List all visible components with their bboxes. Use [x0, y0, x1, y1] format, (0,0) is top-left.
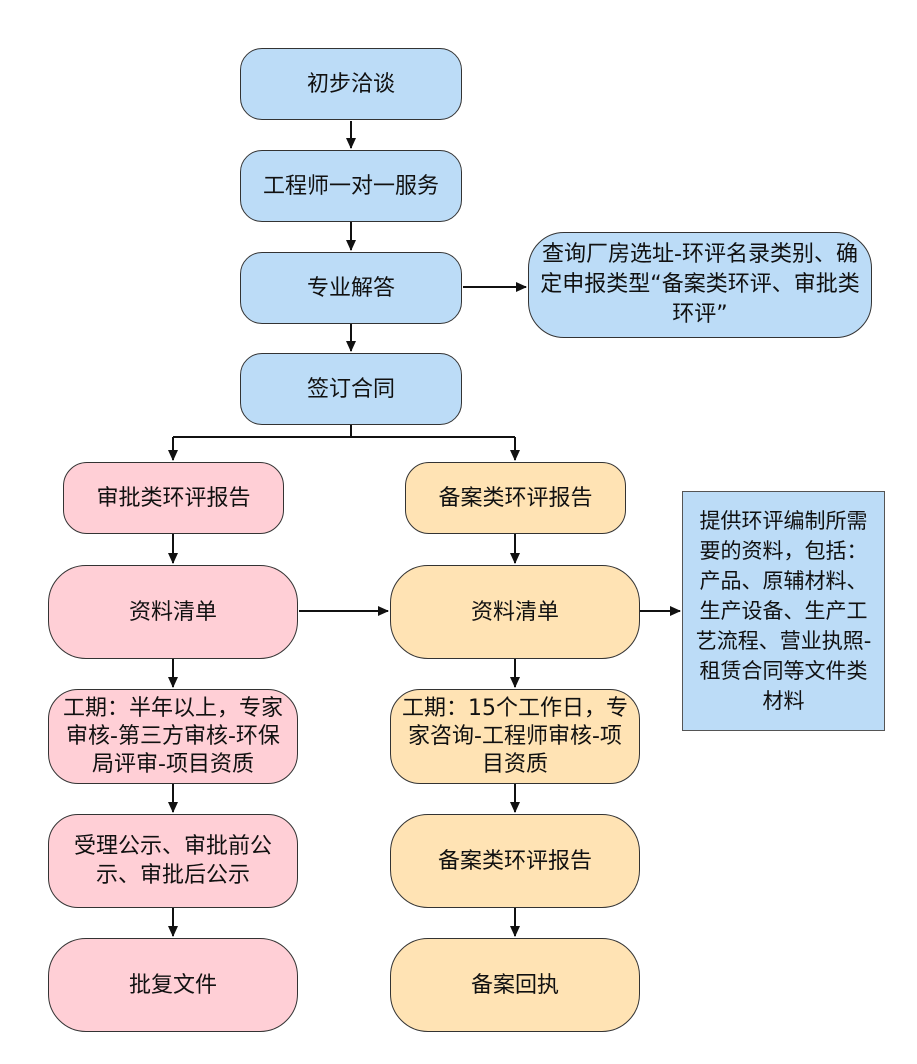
node-filing-materials: 资料清单	[390, 565, 640, 659]
node-initial-talk-label: 初步洽谈	[306, 71, 395, 97]
node-approval-materials-label: 资料清单	[128, 599, 217, 625]
node-query-note-label: 查询厂房选址-环评名录类别、确定申报类型“备案类环评、审批类环评”	[540, 242, 860, 327]
node-initial-talk: 初步洽谈	[240, 48, 462, 120]
node-filing-report-label: 备案类环评报告	[438, 485, 593, 511]
node-professional-answer-label: 专业解答	[306, 275, 395, 301]
node-approval-reply: 批复文件	[48, 938, 298, 1032]
node-filing-report-final-label: 备案类环评报告	[437, 848, 592, 874]
node-filing-materials-label: 资料清单	[470, 599, 559, 625]
node-approval-publicity: 受理公示、审批前公示、审批后公示	[48, 814, 298, 908]
node-professional-answer: 专业解答	[240, 252, 462, 324]
node-engineer-service: 工程师一对一服务	[240, 150, 462, 222]
node-materials-note: 提供环评编制所需要的资料，包括：产品、原辅材料、生产设备、生产工艺流程、营业执照…	[682, 491, 885, 731]
node-query-note: 查询厂房选址-环评名录类别、确定申报类型“备案类环评、审批类环评”	[528, 232, 872, 338]
node-sign-contract: 签订合同	[240, 353, 462, 425]
node-filing-report-final: 备案类环评报告	[390, 814, 640, 908]
node-approval-period: 工期：半年以上，专家审核-第三方审核-环保局评审-项目资质	[48, 689, 298, 784]
node-engineer-service-label: 工程师一对一服务	[262, 173, 439, 199]
node-approval-report: 审批类环评报告	[63, 462, 284, 534]
node-filing-period: 工期：15个工作日，专家咨询-工程师审核-项目资质	[390, 689, 640, 784]
node-approval-report-label: 审批类环评报告	[96, 485, 251, 511]
node-approval-materials: 资料清单	[48, 565, 298, 659]
node-materials-note-label: 提供环评编制所需要的资料，包括：产品、原辅材料、生产设备、生产工艺流程、营业执照…	[695, 509, 872, 713]
node-approval-publicity-label: 受理公示、审批前公示、审批后公示	[73, 834, 272, 888]
node-filing-receipt: 备案回执	[390, 938, 640, 1032]
node-filing-report: 备案类环评报告	[405, 462, 626, 534]
node-filing-period-label: 工期：15个工作日，专家咨询-工程师审核-项目资质	[402, 695, 628, 777]
node-filing-receipt-label: 备案回执	[470, 972, 559, 998]
node-approval-period-label: 工期：半年以上，专家审核-第三方审核-环保局评审-项目资质	[62, 695, 283, 777]
node-approval-reply-label: 批复文件	[128, 972, 217, 998]
node-sign-contract-label: 签订合同	[306, 376, 395, 402]
